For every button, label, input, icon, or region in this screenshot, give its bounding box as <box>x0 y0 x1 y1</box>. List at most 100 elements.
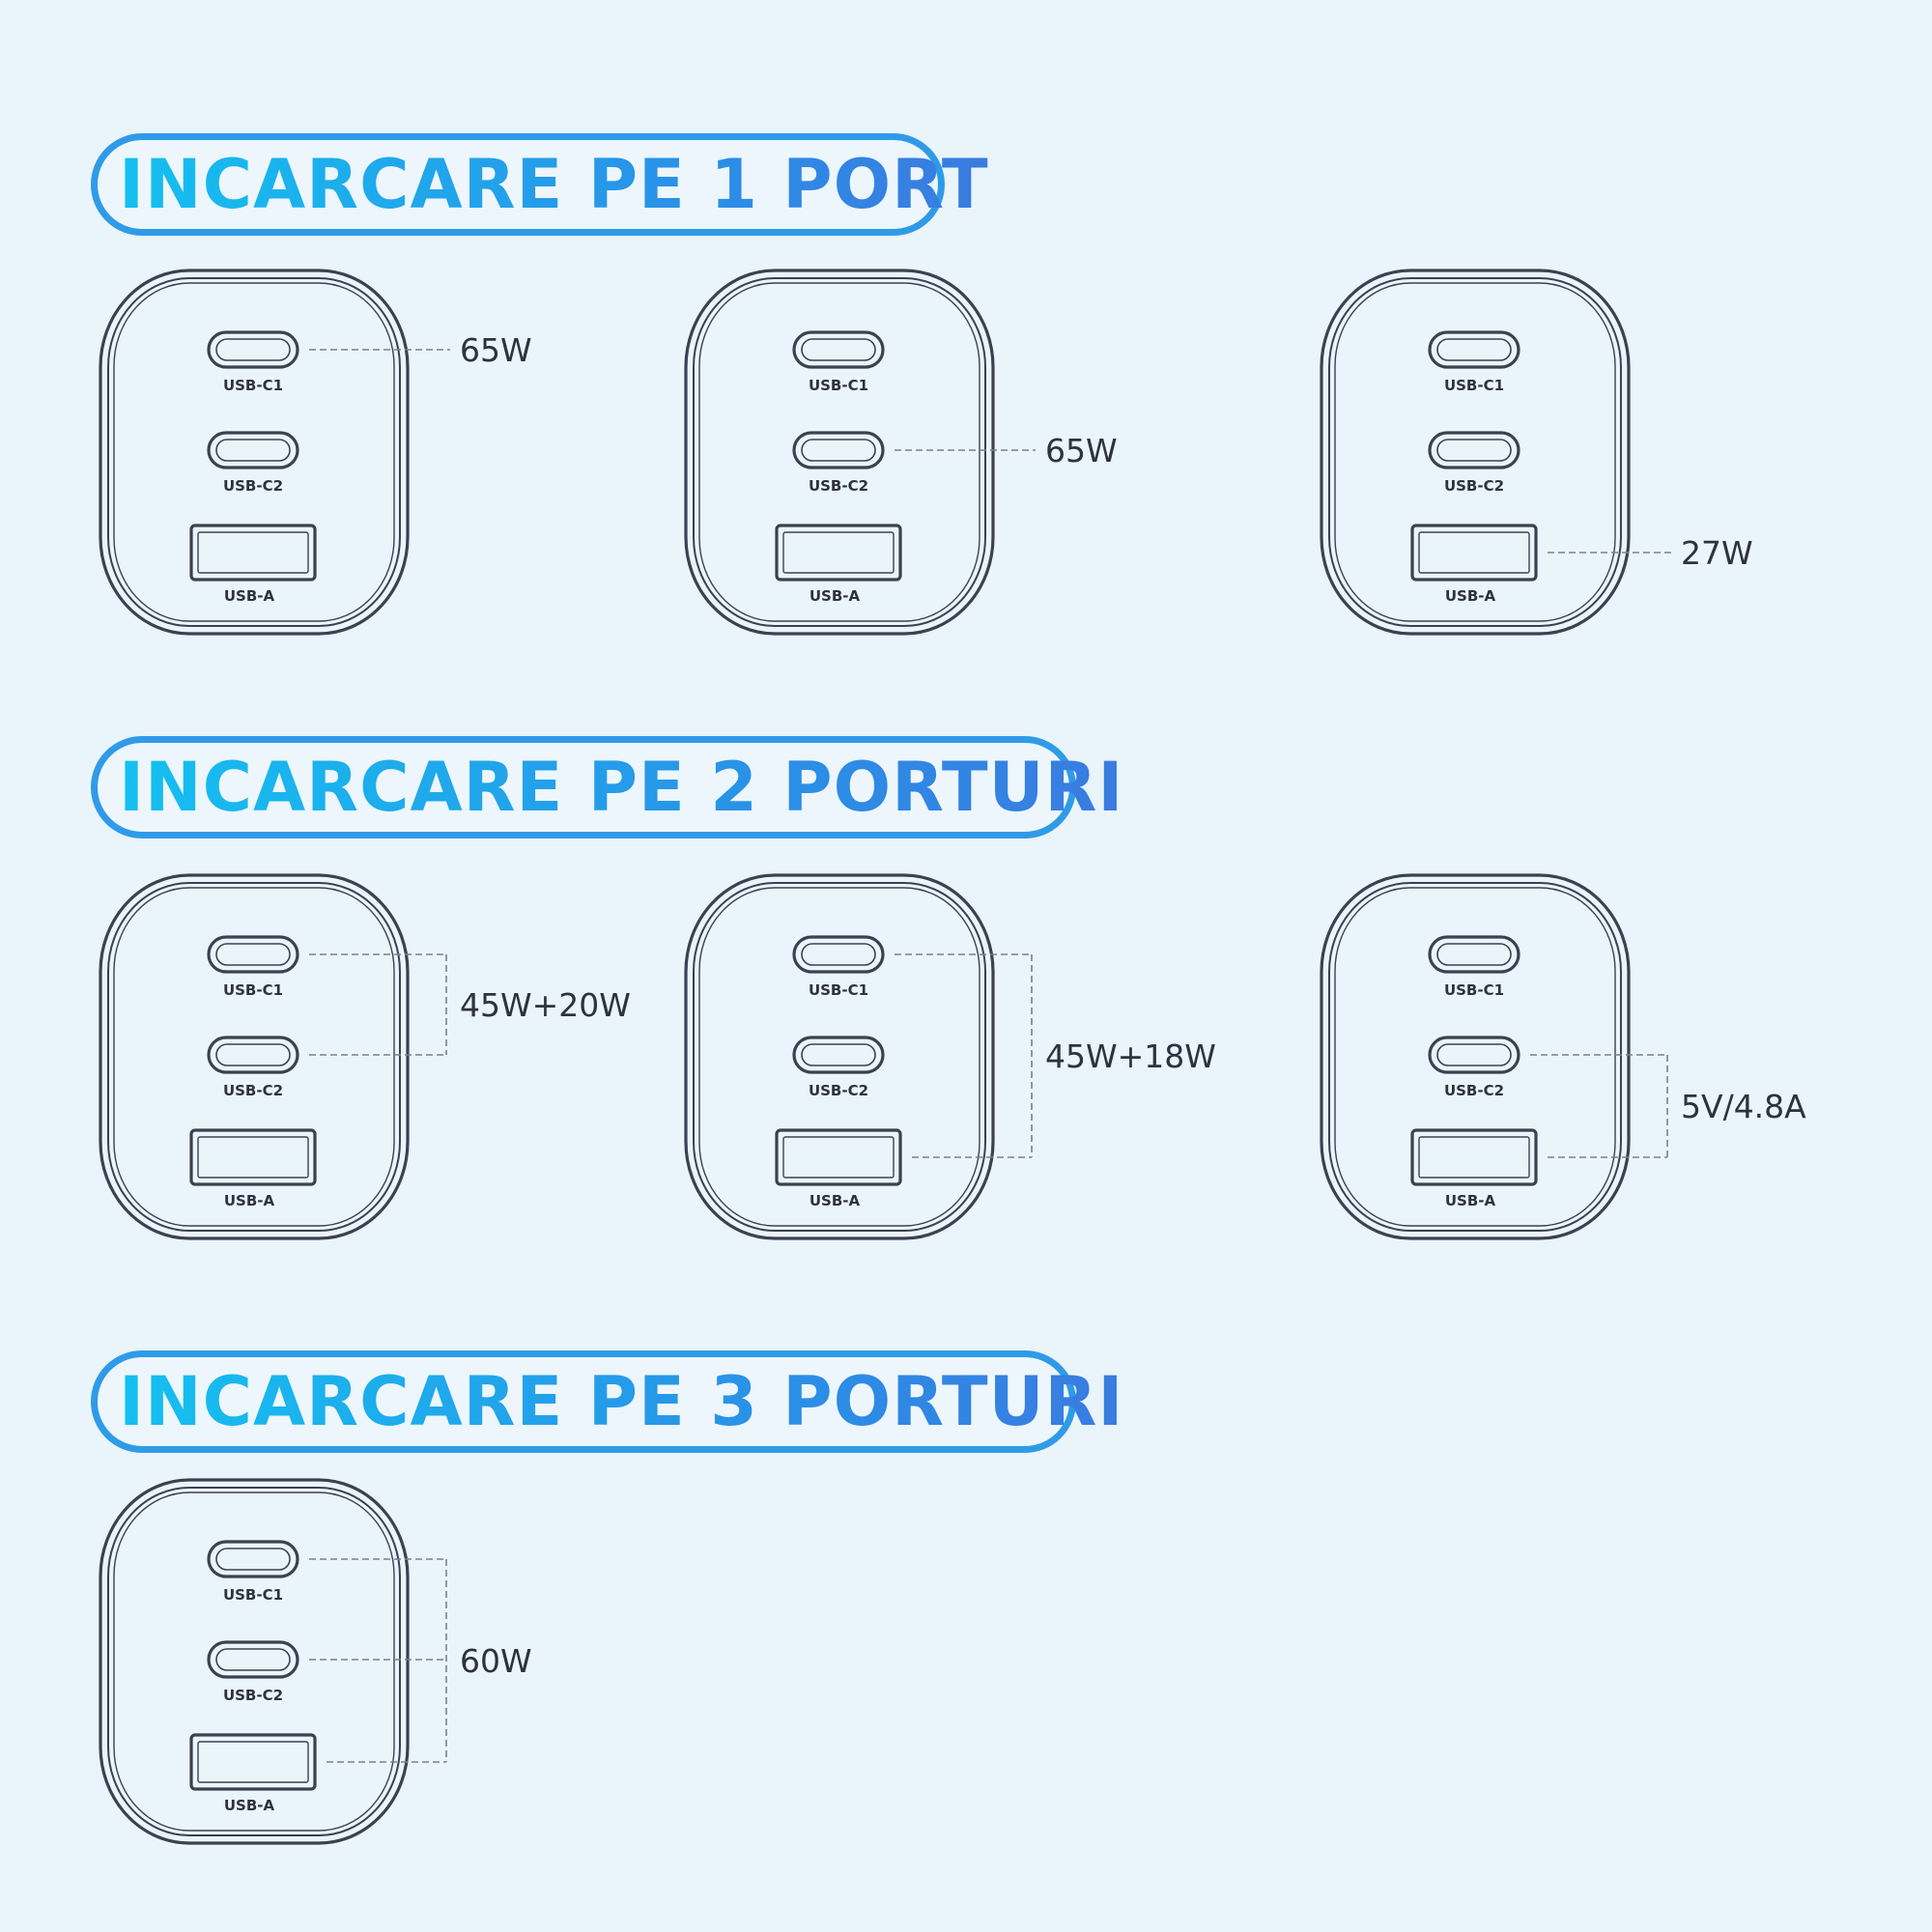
usb-c1-port-inner <box>801 338 876 361</box>
usb-a-port-inner <box>782 531 895 574</box>
usb-c1-label: USB-C1 <box>223 1586 283 1604</box>
usb-c2-port <box>207 431 299 469</box>
usb-c1-port <box>792 935 885 974</box>
charger-face-outline <box>113 1492 395 1832</box>
usb-c1-label: USB-C1 <box>223 377 283 394</box>
usb-c1-label: USB-C1 <box>809 377 868 394</box>
charger-body-outline <box>99 1478 410 1845</box>
usb-c1-port-inner <box>215 1548 291 1571</box>
usb-c2-port-inner <box>801 1043 876 1066</box>
charger-face-outline <box>113 282 395 622</box>
usb-a-port-inner <box>782 1136 895 1179</box>
charger-body-inner-outline <box>693 277 986 627</box>
usb-c1-port-inner <box>215 338 291 361</box>
usb-a-port <box>189 1733 317 1791</box>
usb-c1-port <box>207 935 299 974</box>
usb-a-label: USB-A <box>810 587 861 605</box>
usb-c1-port <box>792 330 885 369</box>
power-output-label: 65W <box>460 331 532 369</box>
usb-c1-label: USB-C1 <box>1444 981 1504 999</box>
charger-face-outline <box>113 887 395 1227</box>
usb-c2-port <box>207 1640 299 1679</box>
usb-c1-port-inner <box>801 943 876 966</box>
power-output-label: 65W <box>1045 432 1118 469</box>
usb-c2-label: USB-C2 <box>809 477 868 495</box>
usb-a-port <box>1410 524 1538 582</box>
usb-a-label: USB-A <box>224 1192 275 1209</box>
usb-c1-label: USB-C1 <box>809 981 868 999</box>
usb-a-label: USB-A <box>810 1192 861 1209</box>
charger-body-outline <box>99 269 410 636</box>
usb-c2-label: USB-C2 <box>223 1687 283 1704</box>
usb-a-port <box>775 1128 902 1186</box>
usb-a-port-inner <box>197 1741 309 1783</box>
charger-body-outline <box>99 873 410 1240</box>
power-output-label: 45W+18W <box>1045 1037 1216 1075</box>
usb-c1-label: USB-C1 <box>1444 377 1504 394</box>
usb-c1-label: USB-C1 <box>223 981 283 999</box>
usb-c2-label: USB-C2 <box>223 477 283 495</box>
usb-a-label: USB-A <box>224 1797 275 1814</box>
usb-c2-port <box>1428 431 1520 469</box>
usb-c1-port <box>1428 935 1520 974</box>
power-output-label: 27W <box>1681 534 1753 572</box>
usb-c1-port-inner <box>1436 943 1512 966</box>
charger-body-inner-outline <box>1328 882 1622 1232</box>
usb-c2-label: USB-C2 <box>1444 477 1504 495</box>
usb-c2-label: USB-C2 <box>1444 1082 1504 1099</box>
charger-face-outline <box>698 282 980 622</box>
usb-c1-port <box>207 1540 299 1578</box>
usb-a-port-inner <box>197 1136 309 1179</box>
usb-c2-port-inner <box>215 1043 291 1066</box>
charger-body-inner-outline <box>107 882 401 1232</box>
usb-c1-port-inner <box>215 943 291 966</box>
usb-c2-label: USB-C2 <box>223 1082 283 1099</box>
power-output-label: 45W+20W <box>460 986 631 1024</box>
power-output-label: 5V/4.8A <box>1681 1088 1806 1125</box>
usb-c1-port <box>1428 330 1520 369</box>
usb-c1-port <box>207 330 299 369</box>
charger-body-outline <box>1320 873 1631 1240</box>
usb-c2-port-inner <box>1436 1043 1512 1066</box>
usb-c2-port <box>207 1036 299 1074</box>
usb-c2-port-inner <box>1436 439 1512 462</box>
usb-c2-port-inner <box>215 1648 291 1671</box>
usb-c2-port <box>792 431 885 469</box>
usb-a-port <box>1410 1128 1538 1186</box>
usb-a-label: USB-A <box>1445 1192 1496 1209</box>
usb-c2-port <box>792 1036 885 1074</box>
charger-face-outline <box>698 887 980 1227</box>
section-title-3-ports: INCARCARE PE 3 PORTURI <box>91 1350 1122 1453</box>
usb-c1-port-inner <box>1436 338 1512 361</box>
charger-body-inner-outline <box>107 1487 401 1836</box>
charger-body-inner-outline <box>107 277 401 627</box>
usb-a-port <box>189 1128 317 1186</box>
usb-a-label: USB-A <box>224 587 275 605</box>
usb-c2-port-inner <box>801 439 876 462</box>
usb-a-label: USB-A <box>1445 587 1496 605</box>
usb-a-port-inner <box>1418 531 1530 574</box>
usb-c2-port <box>1428 1036 1520 1074</box>
section-title-1-port: INCARCARE PE 1 PORT <box>91 133 988 236</box>
charger-face-outline <box>1334 887 1616 1227</box>
charger-body-outline <box>684 269 995 636</box>
usb-a-port-inner <box>1418 1136 1530 1179</box>
charger-body-outline <box>1320 269 1631 636</box>
section-title-2-ports: INCARCARE PE 2 PORTURI <box>91 736 1122 838</box>
usb-a-port <box>775 524 902 582</box>
power-output-label: 60W <box>460 1642 532 1680</box>
usb-c2-label: USB-C2 <box>809 1082 868 1099</box>
charger-body-outline <box>684 873 995 1240</box>
charger-face-outline <box>1334 282 1616 622</box>
usb-a-port-inner <box>197 531 309 574</box>
charger-body-inner-outline <box>693 882 986 1232</box>
charger-body-inner-outline <box>1328 277 1622 627</box>
